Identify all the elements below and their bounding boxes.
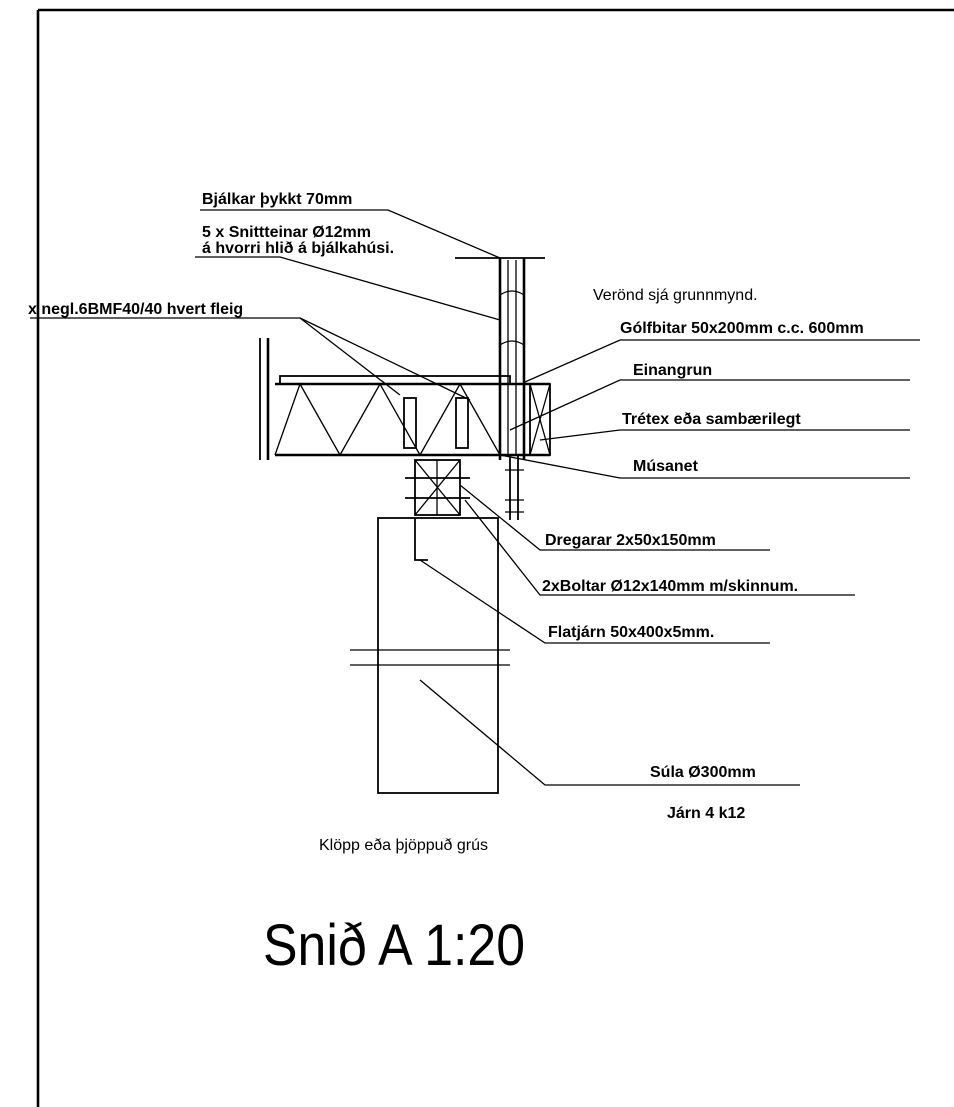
label-flatjarn: Flatjárn 50x400x5mm. [548, 624, 714, 641]
column [350, 517, 510, 794]
sheet-frame [36, 8, 954, 1107]
label-golfbitar: Gólfbitar 50x200mm c.c. 600mm [620, 320, 864, 337]
label-sula: Súla Ø300mm [650, 764, 756, 781]
label-boltar: 2xBoltar Ø12x140mm m/skinnum. [542, 578, 798, 595]
drawing-title: Snið A 1:20 [263, 913, 525, 978]
label-negl: x negl.6BMF40/40 hvert fleig [28, 301, 243, 318]
label-musanet: Músanet [633, 458, 699, 475]
label-einangrun: Einangrun [633, 362, 712, 379]
log-wall [455, 257, 545, 460]
label-klopp: Klöpp eða þjöppuð grús [319, 837, 488, 854]
floor-structure [259, 338, 551, 520]
label-snitteinar-1: 5 x Snittteinar Ø12mm [202, 224, 371, 241]
label-bjalkar: Bjálkar þykkt 70mm [202, 191, 352, 208]
label-dregarar: Dregarar 2x50x150mm [545, 532, 716, 549]
label-snitteinar-2: á hvorri hlið á bjálkahúsi. [202, 240, 394, 257]
label-jarn: Járn 4 k12 [667, 805, 745, 822]
drag-beams [405, 459, 470, 516]
label-tretex: Trétex eða sambærilegt [622, 411, 801, 428]
leader-lines [30, 209, 920, 786]
label-verond: Verönd sjá grunnmynd. [593, 287, 758, 304]
